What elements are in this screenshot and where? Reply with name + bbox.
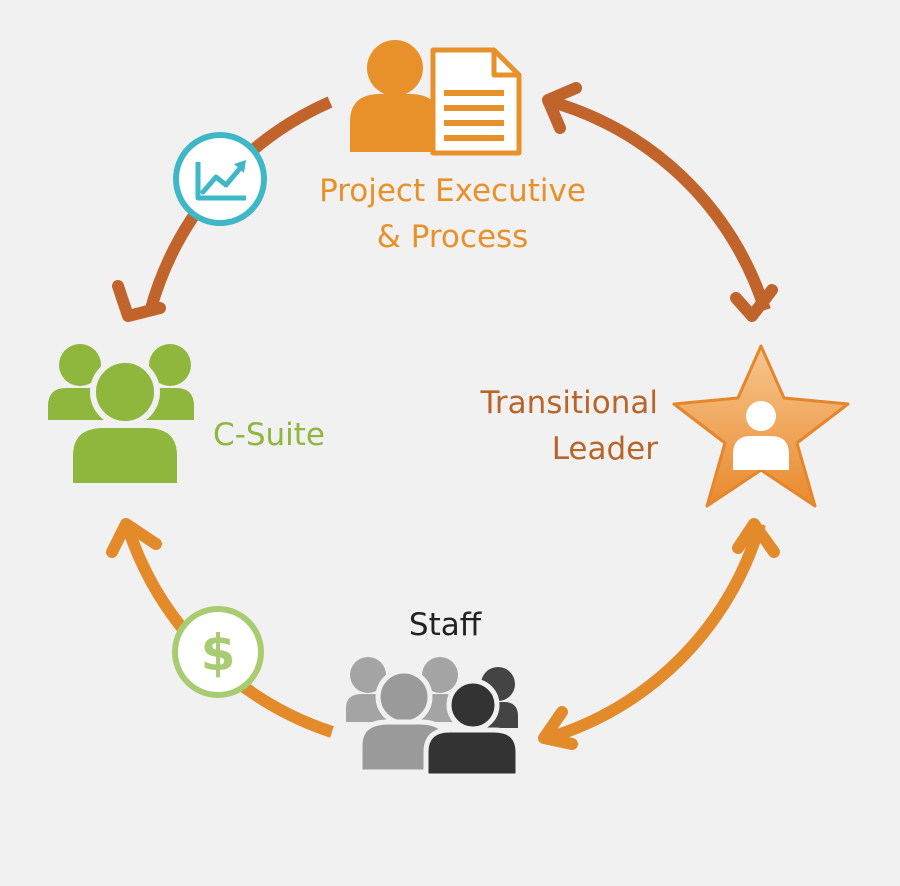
user-document-icon [350,40,522,156]
user-group-icon [48,344,194,489]
project-executive-line2: & Process [376,219,529,255]
c-suite-label: C-Suite [213,412,325,458]
transitional-leader-line2: Leader [551,431,658,467]
trending-chart-icon [173,132,267,226]
staff-label: Staff [400,602,490,648]
staff-line1: Staff [408,607,482,643]
svg-text:$: $ [201,624,236,682]
transitional-leader-line1: Transitional [480,385,658,421]
project-executive-line1: Project Executive [319,173,586,209]
arrow-staff-to-leader [538,518,780,750]
transitional-leader-label: Transitional Leader [440,380,658,472]
staff-group-icon [346,657,521,779]
star-user-icon [672,344,850,508]
arrow-pe-to-leader [542,82,778,322]
dollar-icon: $ [172,606,264,698]
project-executive-label: Project Executive & Process [300,168,605,260]
c-suite-line1: C-Suite [213,417,325,453]
